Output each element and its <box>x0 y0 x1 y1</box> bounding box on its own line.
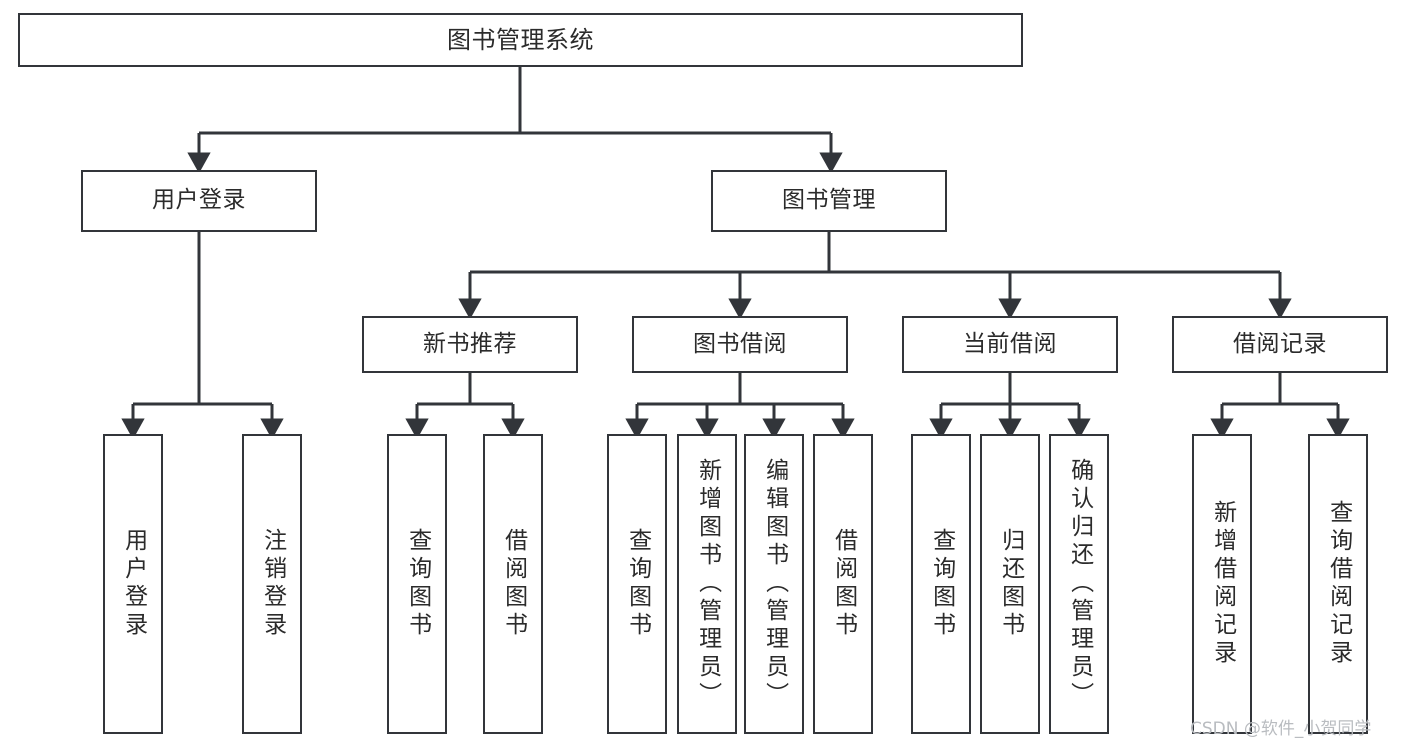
leaf-borrow-record-add-record[interactable]: 新增借阅记录 <box>1192 434 1252 734</box>
node-label: 借阅记录 <box>1233 330 1327 357</box>
node-label: 查询借阅记录 <box>1325 500 1352 668</box>
leaf-book-borrow-borrow-book[interactable]: 借阅图书 <box>813 434 873 734</box>
node-label: 注销登录 <box>259 528 286 640</box>
node-new-book-recommend[interactable]: 新书推荐 <box>362 316 578 373</box>
node-label: 新增图书（管理员） <box>694 458 721 710</box>
node-label: 当前借阅 <box>963 330 1057 357</box>
node-label: 编辑图书（管理员） <box>761 458 788 710</box>
node-user-login[interactable]: 用户登录 <box>81 170 317 232</box>
node-label: 借阅图书 <box>830 528 857 640</box>
leaf-book-borrow-edit-book-admin[interactable]: 编辑图书（管理员） <box>744 434 804 734</box>
node-label: 查询图书 <box>928 528 955 640</box>
node-label: 查询图书 <box>404 528 431 640</box>
node-label: 确认归还（管理员） <box>1066 458 1093 710</box>
leaf-current-borrow-query-book[interactable]: 查询图书 <box>911 434 971 734</box>
node-label: 图书管理 <box>782 187 876 214</box>
leaf-new-book-query-book[interactable]: 查询图书 <box>387 434 447 734</box>
node-label: 归还图书 <box>997 528 1024 640</box>
leaf-new-book-borrow-book[interactable]: 借阅图书 <box>483 434 543 734</box>
leaf-book-borrow-add-book-admin[interactable]: 新增图书（管理员） <box>677 434 737 734</box>
node-label: 新书推荐 <box>423 330 517 357</box>
leaf-user-login-login[interactable]: 用户登录 <box>103 434 163 734</box>
node-label: 新增借阅记录 <box>1209 500 1236 668</box>
leaf-borrow-record-query-record[interactable]: 查询借阅记录 <box>1308 434 1368 734</box>
node-book-management[interactable]: 图书管理 <box>711 170 947 232</box>
csdn-watermark: CSDN @软件_小贺同学 <box>1190 719 1372 739</box>
node-label: 查询图书 <box>624 528 651 640</box>
node-label: 借阅图书 <box>500 528 527 640</box>
node-current-borrow[interactable]: 当前借阅 <box>902 316 1118 373</box>
leaf-current-borrow-return-book[interactable]: 归还图书 <box>980 434 1040 734</box>
leaf-book-borrow-query-book[interactable]: 查询图书 <box>607 434 667 734</box>
node-label: 用户登录 <box>152 187 246 214</box>
node-borrow-record[interactable]: 借阅记录 <box>1172 316 1388 373</box>
leaf-user-login-logout[interactable]: 注销登录 <box>242 434 302 734</box>
node-label: 用户登录 <box>120 528 147 640</box>
node-root-book-management-system[interactable]: 图书管理系统 <box>18 13 1023 67</box>
leaf-current-borrow-confirm-return-admin[interactable]: 确认归还（管理员） <box>1049 434 1109 734</box>
node-label: 图书借阅 <box>693 330 787 357</box>
node-label: 图书管理系统 <box>447 25 594 54</box>
node-book-borrow[interactable]: 图书借阅 <box>632 316 848 373</box>
